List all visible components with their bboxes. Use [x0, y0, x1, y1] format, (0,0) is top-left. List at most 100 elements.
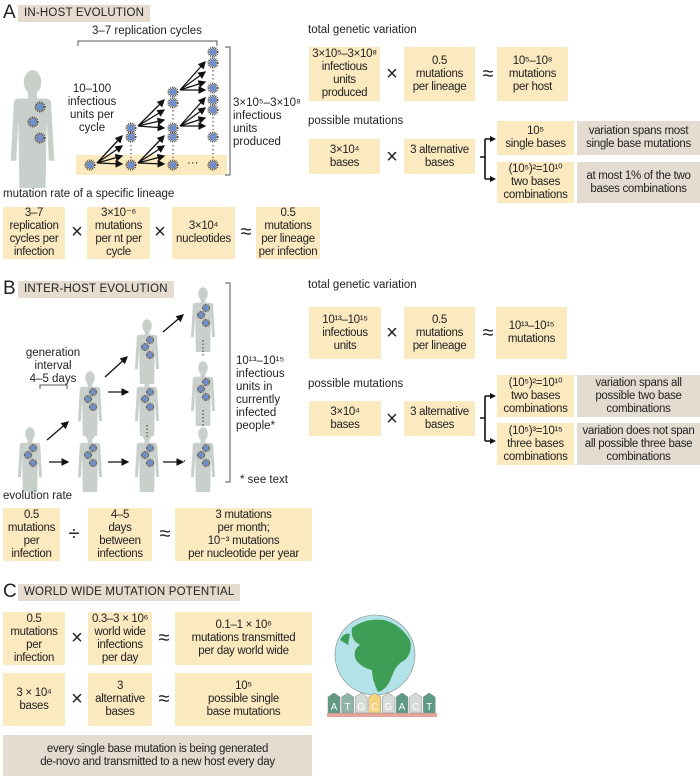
generation-interval: generation interval 4–5 days — [25, 347, 81, 385]
units-per-cycle: 10–100 infectious units per cycle — [67, 83, 117, 134]
ellipsis: ··· — [175, 455, 187, 467]
bases-box: 3×10⁴ bases — [309, 139, 380, 174]
lineage-box: 3×10⁴ nucleotides — [172, 207, 235, 259]
infected-person-icon — [18, 427, 42, 492]
outcome-note: variation spans all possible two base co… — [577, 375, 700, 417]
nucleotide-block — [341, 692, 354, 714]
times-operator: × — [386, 146, 398, 168]
generation-bracket — [39, 384, 68, 389]
arrow-icon — [96, 153, 124, 164]
virus-lineage — [27, 46, 219, 171]
arrow-icon — [137, 99, 165, 127]
potential-box: 3 alternative bases — [88, 673, 152, 726]
variation-box: 10¹³–10¹⁵ infectious units — [309, 307, 381, 359]
infected-person-icon — [78, 427, 102, 492]
globe-icon — [334, 614, 416, 696]
alternatives-box: 3 alternative bases — [404, 401, 475, 436]
potential-box: 0.3–3 × 10⁶ world wide infections per da… — [88, 612, 152, 665]
arrow-icon — [96, 145, 124, 164]
virus-icon — [125, 122, 137, 134]
virus-icon — [167, 86, 179, 98]
bases-box: 3×10⁴ bases — [309, 401, 381, 436]
times-operator: × — [386, 63, 398, 85]
produced-bracket — [225, 46, 231, 176]
arrow-icon — [162, 314, 184, 333]
cycles-bracket — [77, 40, 218, 46]
evolution-box: 0.5 mutations per infection — [3, 508, 60, 561]
divide-operator: ÷ — [68, 523, 80, 545]
nucleotide-letter: G — [385, 702, 393, 713]
approx-operator: ≈ — [482, 63, 494, 85]
arrow-icon — [179, 71, 207, 91]
possible-mutations-label: possible mutations — [308, 115, 404, 127]
virus-icon — [167, 122, 179, 134]
times-operator: × — [386, 408, 398, 430]
panel-b-letter: B — [3, 278, 16, 299]
virus-icon — [207, 94, 219, 106]
dna-backbone — [327, 713, 437, 717]
times-operator: × — [71, 221, 83, 243]
approx-operator: ≈ — [158, 688, 170, 710]
infected-units: 10¹³–10¹⁵ infectious units in currently … — [236, 355, 285, 432]
lineage-box: 3×10⁻⁶ mutations per nt per cycle — [87, 207, 150, 259]
nucleotide-block — [382, 692, 395, 714]
nucleotide-letter: C — [371, 702, 378, 713]
arrow-icon — [179, 107, 207, 127]
arrow-icon — [179, 97, 206, 127]
generation-strip — [76, 155, 227, 175]
nucleotide-letter: A — [331, 702, 338, 713]
arrow-icon — [104, 356, 128, 378]
arrow-icon — [137, 109, 166, 127]
outcome-note: at most 1% of the two bases combinations — [577, 162, 700, 203]
variation-box: 10¹³–10¹⁵ mutations — [496, 307, 567, 359]
variation-box: 0.5 mutations per lineage — [404, 47, 475, 101]
times-operator: × — [386, 322, 398, 344]
host-person-icon — [10, 70, 55, 188]
possible-mutations-label: possible mutations — [308, 378, 404, 390]
variation-box: 0.5 mutations per lineage — [404, 307, 475, 359]
outcome-box: (10⁵)³=10¹⁵ three bases combinations — [497, 423, 574, 465]
total-variation-label: total genetic variation — [308, 24, 417, 36]
lineage-label: mutation rate of a specific lineage — [3, 188, 175, 200]
panel-c-header: WORLD WIDE MUTATION POTENTIAL — [18, 584, 241, 601]
lineage-box: 3–7 replication cycles per infection — [3, 207, 65, 259]
cycles-label: 3–7 replication cycles — [92, 25, 202, 37]
arrow-icon — [137, 135, 165, 164]
nucleotide-block — [409, 692, 422, 714]
nucleotide-letter: A — [399, 702, 406, 713]
approx-operator: ≈ — [482, 322, 494, 344]
infected-person-icon — [191, 287, 215, 352]
evolution-box: 3 mutations per month; 10⁻³ mutations pe… — [175, 508, 312, 561]
arrow-icon — [137, 159, 166, 168]
approx-operator: ≈ — [159, 523, 171, 545]
arrow-icon — [137, 153, 166, 164]
evolution-box: 4–5 days between infections — [88, 508, 152, 561]
nucleotide-block — [368, 692, 382, 714]
times-operator: × — [71, 688, 83, 710]
arrow-icon — [137, 145, 166, 164]
arrow-icon — [179, 116, 207, 127]
infected-people — [18, 287, 215, 492]
nucleotide-letter: T — [345, 702, 351, 713]
nucleotide-block — [327, 692, 341, 714]
alternatives-box: 3 alternative bases — [404, 139, 475, 174]
arrow-icon — [96, 159, 124, 168]
virus-icon — [207, 82, 219, 94]
potential-box: 0.5 mutations per infection — [3, 612, 65, 665]
ellipsis: ··· — [187, 157, 199, 169]
evolution-rate-label: evolution rate — [3, 490, 73, 502]
outcome-note: variation spans most single base mutatio… — [577, 121, 700, 155]
arrow-icon — [179, 61, 206, 91]
nucleotide-block — [395, 692, 409, 714]
outcome-box: 10⁵ single bases — [497, 121, 574, 155]
conclusion-box: every single base mutation is being gene… — [3, 735, 312, 776]
see-text-note: * see text — [240, 474, 288, 486]
outcome-box: (10⁵)²=10¹⁰ two bases combinations — [497, 375, 574, 417]
potential-box: 3 × 10⁴ bases — [3, 673, 65, 726]
panel-c-letter: C — [3, 581, 17, 602]
potential-box: 10⁵ possible single base mutations — [175, 673, 312, 726]
nucleotide-block — [354, 692, 368, 714]
panel-a-header: IN-HOST EVOLUTION — [18, 5, 151, 22]
outcome-note: variation does not span all possible thr… — [577, 423, 700, 465]
